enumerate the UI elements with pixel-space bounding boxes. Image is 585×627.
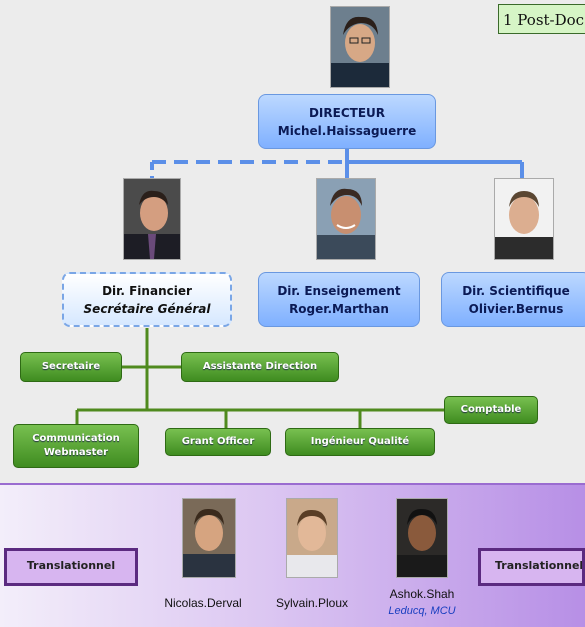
postdoc-label: 1 Post-Doc	[498, 4, 585, 34]
translational-right-box[interactable]: Translationnel	[478, 548, 585, 586]
portrait-ploux-icon	[287, 499, 337, 577]
secretaire-box[interactable]: Secretaire	[20, 352, 122, 382]
enseignement-title: Dir. Enseignement	[277, 283, 401, 298]
translational-left-box[interactable]: Translationnel	[4, 548, 138, 586]
grant-box[interactable]: Grant Officer	[165, 428, 271, 456]
communication-line2: Webmaster	[43, 447, 109, 458]
portrait-director-icon	[331, 7, 389, 87]
director-box[interactable]: DIRECTEUR Michel.Haissaguerre	[258, 94, 436, 149]
director-name: Michel.Haissaguerre	[277, 123, 417, 138]
comptable-box[interactable]: Comptable	[444, 396, 538, 424]
assistante-box[interactable]: Assistante Direction	[181, 352, 339, 382]
financier-box[interactable]: Dir. Financier Secrétaire Général	[62, 272, 232, 327]
financier-subtitle: Secrétaire Général	[83, 301, 211, 316]
communication-line1: Communication	[32, 433, 120, 444]
portrait-financier-icon	[124, 179, 180, 259]
portrait-derval	[182, 498, 236, 578]
portrait-scientifique-icon	[495, 179, 553, 259]
portrait-shah-icon	[397, 499, 447, 577]
portrait-financier	[123, 178, 181, 260]
portrait-enseignement	[316, 178, 376, 260]
financier-title: Dir. Financier	[102, 283, 192, 298]
ingenieur-box[interactable]: Ingénieur Qualité	[285, 428, 435, 456]
person-name-shah: Ashok.Shah	[389, 587, 455, 601]
portrait-ploux	[286, 498, 338, 578]
enseignement-box[interactable]: Dir. Enseignement Roger.Marthan	[258, 272, 420, 327]
communication-box[interactable]: Communication Webmaster	[13, 424, 139, 468]
scientifique-title: Dir. Scientifique	[462, 283, 570, 298]
portrait-scientifique	[494, 178, 554, 260]
enseignement-name: Roger.Marthan	[289, 301, 389, 316]
portrait-director	[330, 6, 390, 88]
portrait-enseignement-icon	[317, 179, 375, 259]
person-sub-shah: Leducq, MCU	[388, 605, 456, 617]
portrait-derval-icon	[183, 499, 235, 577]
person-name-ploux: Sylvain.Ploux	[275, 596, 349, 610]
person-name-derval: Nicolas.Derval	[164, 596, 242, 610]
director-title: DIRECTEUR	[308, 105, 386, 120]
scientifique-box[interactable]: Dir. Scientifique Olivier.Bernus	[441, 272, 585, 327]
scientifique-name: Olivier.Bernus	[468, 301, 564, 316]
portrait-shah	[396, 498, 448, 578]
